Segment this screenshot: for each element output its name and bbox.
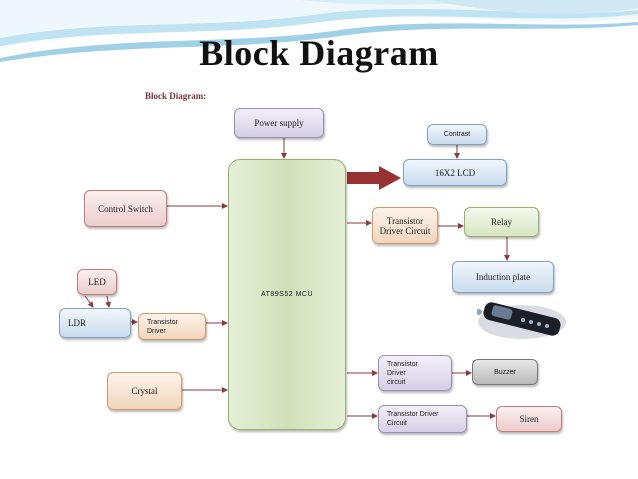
block-diagram: Block Diagram: Power supply Contrast 16X… <box>57 86 590 448</box>
mcu-block: AT89S52 MCU <box>228 159 346 430</box>
remote-control-image <box>477 302 566 339</box>
transistor-driver-ldr-block: Transistor Driver <box>138 313 206 340</box>
power-supply-block: Power supply <box>234 108 324 138</box>
diagram-title: Block Diagram: <box>145 91 207 101</box>
diagram-connectors <box>84 138 510 419</box>
header-wave-decoration <box>0 0 638 62</box>
mcu-to-lcd-arrow <box>347 166 401 190</box>
buzzer-block: Buzzer <box>472 359 538 385</box>
crystal-block: Crystal <box>107 372 182 410</box>
transistor-driver-circuit-buzzer-block: Transistor Driver circuit <box>378 355 452 391</box>
control-switch-block: Control Switch <box>84 190 167 227</box>
transistor-driver-circuit-relay-block: Transistor Driver Circuit <box>372 207 438 244</box>
slide-title: Block Diagram <box>199 33 439 73</box>
lcd-block: 16X2 LCD <box>403 159 507 186</box>
ldr-block: LDR <box>59 308 131 338</box>
transistor-driver-circuit-siren-block: Transistor Driver Circuit <box>378 405 467 433</box>
led-block: LED <box>77 269 117 295</box>
siren-block: Siren <box>496 406 562 432</box>
induction-plate-block: Induction plate <box>452 261 554 293</box>
relay-block: Relay <box>464 207 539 237</box>
contrast-block: Contrast <box>427 124 487 145</box>
